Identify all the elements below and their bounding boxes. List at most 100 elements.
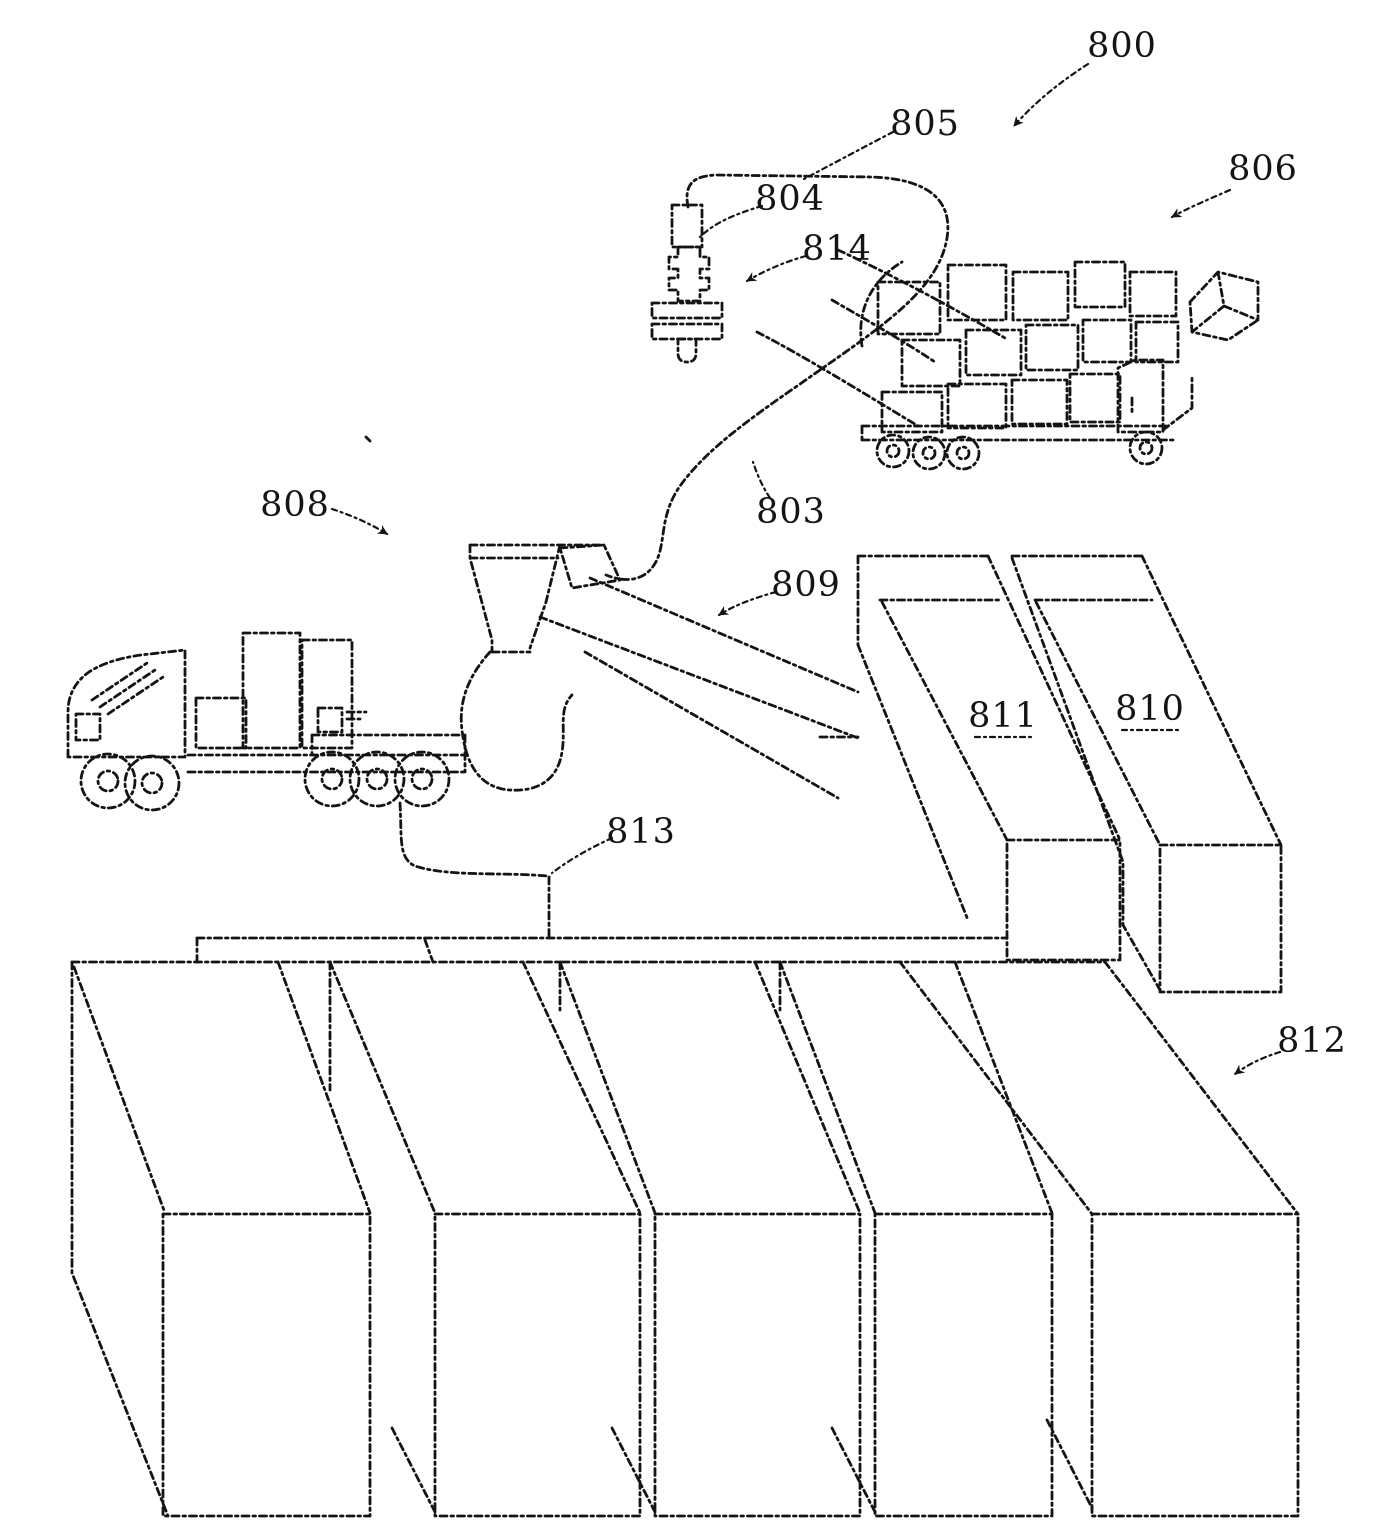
truck-wheel-3-hub xyxy=(955,445,971,461)
trailer-box xyxy=(241,631,302,750)
ref-label-806: 806 xyxy=(1228,149,1298,189)
ref-label-811: 811 xyxy=(968,696,1038,736)
leader-812 xyxy=(1233,1050,1282,1076)
ref-label-800: 800 xyxy=(1087,26,1157,66)
b3-left-slant xyxy=(558,960,657,1215)
block-810-top xyxy=(1010,554,1154,602)
conveyor xyxy=(538,576,860,800)
semi-cab-window xyxy=(74,712,102,742)
ref-814: 814 xyxy=(745,229,872,283)
leader-814 xyxy=(745,254,808,283)
leader-806 xyxy=(1170,188,1232,219)
b1-left-slant xyxy=(72,965,167,1215)
leader-800 xyxy=(1012,62,1090,128)
drill-bottom-stub xyxy=(676,337,698,364)
semi-wheel-hub xyxy=(96,769,120,793)
container-block-4 xyxy=(778,960,1054,1518)
cargo-box xyxy=(1068,372,1122,424)
flatbed-semi-truck xyxy=(66,631,467,812)
tarp-line-2 xyxy=(830,298,937,364)
semi-wheel xyxy=(348,750,406,808)
ref-label-814: 814 xyxy=(802,229,872,269)
ref-label-813: 813 xyxy=(606,812,676,852)
b5-front xyxy=(1090,1212,1300,1518)
semi-cab xyxy=(66,648,187,759)
trailer-toolbox xyxy=(316,706,344,734)
block-811-right-slant xyxy=(986,554,1122,842)
truck-wheel-4-hub xyxy=(1138,440,1154,456)
ref-809: 809 xyxy=(717,565,840,617)
leader-808 xyxy=(330,507,389,536)
container-blocks xyxy=(70,960,1300,1518)
semi-wheel-hub xyxy=(140,771,164,795)
b5-right-slant xyxy=(1103,960,1300,1216)
reference-labels: 800 805 804 806 814 803 808 809 xyxy=(260,26,1346,1076)
trailer-box xyxy=(300,638,354,750)
container-block-3 xyxy=(558,960,862,1518)
cargo-box xyxy=(964,328,1023,377)
container-block-1 xyxy=(70,960,372,1518)
hopper-chute xyxy=(459,650,574,792)
truck-cab xyxy=(1116,358,1165,434)
manifold-line xyxy=(195,801,1009,964)
cargo-box xyxy=(1011,270,1070,322)
b2-right-slant xyxy=(521,960,642,1215)
hose-branch-to-truck xyxy=(755,330,920,428)
truck-wheel-1 xyxy=(875,433,911,469)
cargo-box xyxy=(880,390,944,434)
storage-block-810 xyxy=(1010,554,1283,994)
hopper-funnel xyxy=(468,543,606,654)
semi-windshield-lines xyxy=(90,659,168,716)
cargo-box xyxy=(876,280,942,336)
hopper xyxy=(459,543,622,792)
block-810-left-slant xyxy=(1010,556,1162,992)
ref-810: 810 xyxy=(1115,689,1185,732)
block-811-left-slant xyxy=(856,643,970,922)
drill-flange-upper xyxy=(650,301,724,320)
truck-wheel-3 xyxy=(945,435,981,471)
b3-bevel xyxy=(610,1426,657,1514)
ref-812: 812 xyxy=(1233,1021,1346,1076)
ref-label-810: 810 xyxy=(1115,689,1185,729)
semi-wheel-hub xyxy=(410,767,434,791)
b5-bevel xyxy=(1045,1418,1094,1510)
storage-block-811 xyxy=(856,554,1122,962)
truck-cab-hood xyxy=(1161,376,1194,432)
cargo-box xyxy=(1010,378,1069,426)
ref-label-808: 808 xyxy=(260,485,330,525)
conveyor-top-edge xyxy=(588,576,860,694)
ref-808: 808 xyxy=(260,485,389,536)
truck-to-manifold-curve xyxy=(398,801,549,878)
ref-813: 813 xyxy=(550,812,676,875)
ref-804: 804 xyxy=(698,179,824,239)
drill-flange-lower xyxy=(650,322,724,341)
conveyor-side-edge xyxy=(583,650,840,800)
semi-wheel xyxy=(79,752,137,810)
b1-front xyxy=(161,1212,372,1518)
block-811-inner-slant xyxy=(880,600,1009,842)
ref-806: 806 xyxy=(1170,149,1298,219)
leader-809 xyxy=(717,590,778,617)
truck-wheel-4 xyxy=(1128,430,1164,466)
ref-800: 800 xyxy=(1012,26,1157,128)
trailer-toolbox-lines xyxy=(345,710,368,721)
b1-left-edge xyxy=(70,960,170,1518)
block-810-inner-slant xyxy=(1034,600,1162,847)
semi-wheel xyxy=(393,750,451,808)
manifold-mid-stub xyxy=(423,938,435,964)
semi-wheel xyxy=(123,754,181,812)
leader-803 xyxy=(751,460,772,500)
ref-811: 811 xyxy=(968,696,1038,739)
cargo-box xyxy=(1024,323,1080,372)
cargo-pile-edge xyxy=(859,260,904,348)
semi-wheel xyxy=(303,750,361,808)
container-block-5 xyxy=(898,960,1300,1518)
b1-right-slant xyxy=(276,960,372,1215)
b5-left-slant xyxy=(898,960,1094,1216)
loaded-box-truck xyxy=(859,260,1260,471)
hose-main-path xyxy=(604,173,950,581)
ref-label-803: 803 xyxy=(756,492,826,532)
conveyor-lower-edge xyxy=(538,615,860,740)
